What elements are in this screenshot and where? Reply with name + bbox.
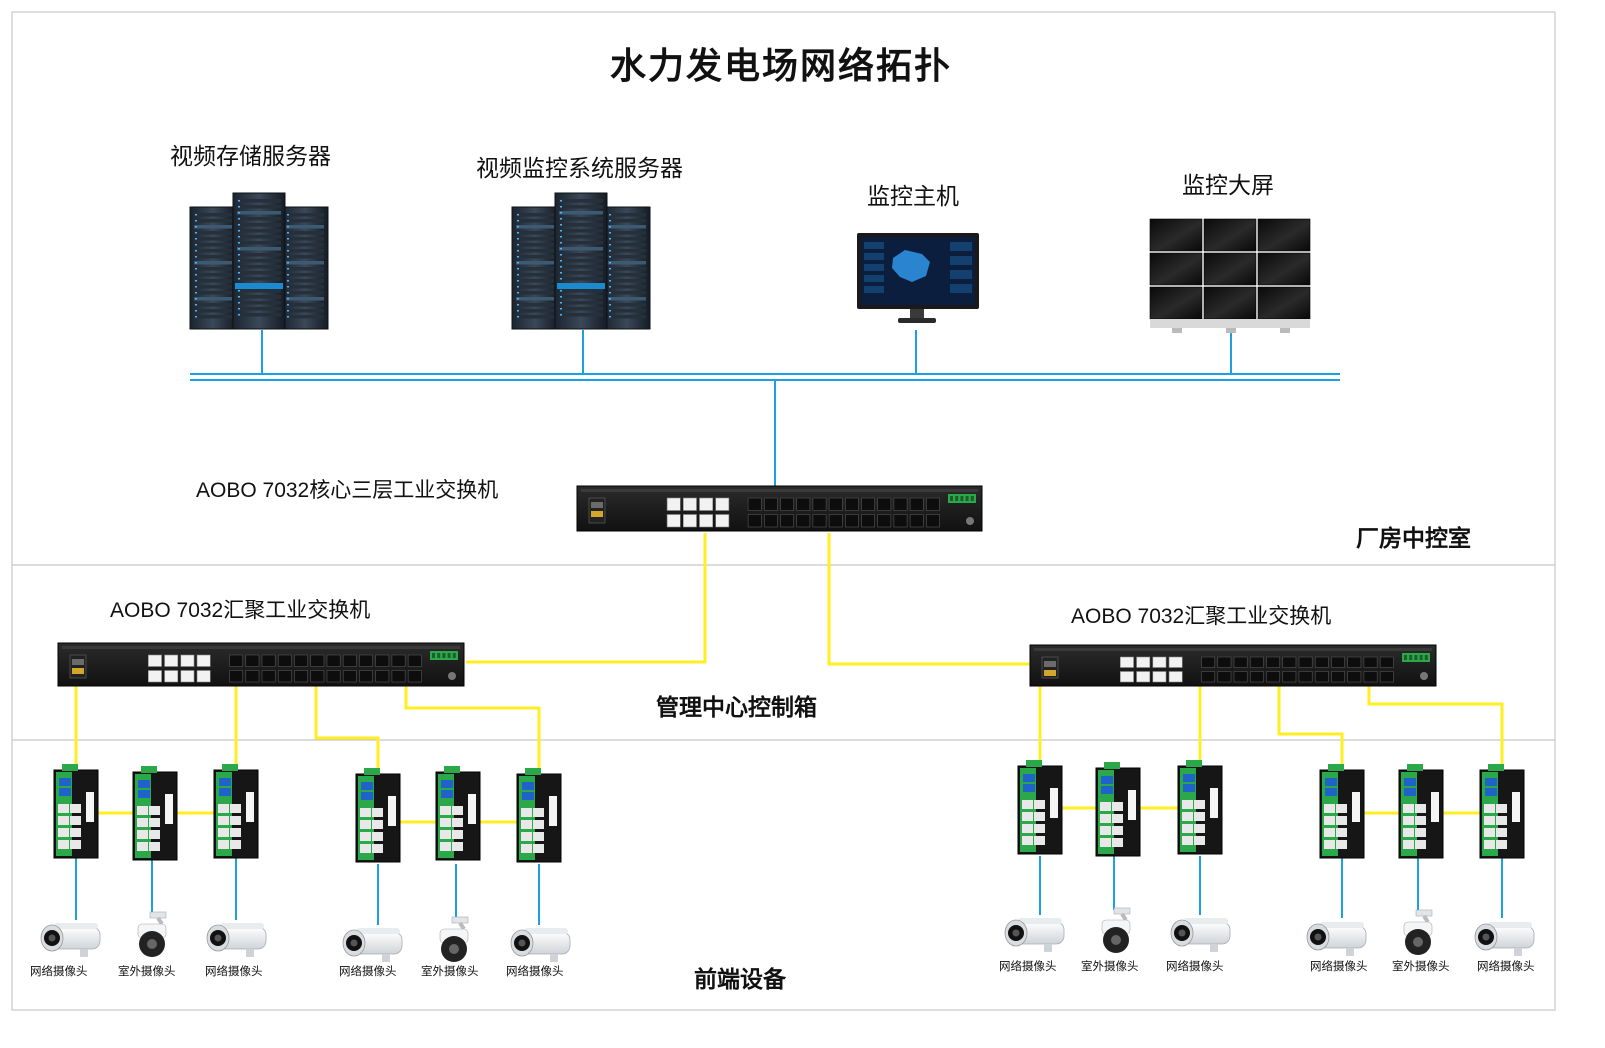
label-video-storage-server: 视频存储服务器 (170, 143, 331, 169)
camera-label-11: 室外摄像头 (1392, 961, 1450, 973)
industrial-switch-1-icon (53, 764, 99, 859)
industrial-switch-2-icon (132, 766, 178, 861)
camera-label-3: 网络摄像头 (205, 966, 263, 978)
industrial-switch-5-icon (435, 766, 481, 861)
outdoor-camera-2-icon (137, 911, 167, 957)
network-camera-6-icon (510, 928, 571, 962)
link-core-to-agg-left (466, 533, 707, 664)
network-camera-9-icon (1170, 918, 1231, 952)
label-management-box: 管理中心控制箱 (656, 694, 817, 720)
label-monitor-wall: 监控大屏 (1182, 172, 1274, 198)
label-agg-switch-left: AOBO 7032汇聚工业交换机 (110, 599, 371, 622)
agg-switch-right-icon (1029, 644, 1437, 687)
outdoor-camera-8-icon (1101, 907, 1131, 953)
label-agg-switch-right: AOBO 7032汇聚工业交换机 (1071, 605, 1332, 628)
label-monitor-host: 监控主机 (867, 183, 959, 209)
monitor-host-icon (857, 233, 979, 323)
camera-label-7: 网络摄像头 (999, 961, 1057, 973)
industrial-switch-10-icon (1319, 764, 1365, 859)
camera-label-5: 室外摄像头 (421, 966, 479, 978)
label-control-room: 厂房中控室 (1356, 525, 1471, 551)
network-camera-3-icon (206, 923, 267, 957)
page-title: 水力发电场网络拓扑 (610, 45, 953, 86)
backbone-links (190, 330, 1340, 488)
camera-label-4: 网络摄像头 (339, 966, 397, 978)
device-icons (40, 192, 1535, 962)
video-monitor-server-icon (511, 192, 651, 330)
link-agg-right-to-ring4b (1367, 686, 1504, 768)
industrial-switch-12-icon (1479, 764, 1525, 859)
camera-label-2: 室外摄像头 (118, 966, 176, 978)
label-core-switch: AOBO 7032核心三层工业交换机 (196, 479, 499, 502)
core-switch-icon (576, 485, 983, 532)
link-agg-left-to-ring2b (404, 686, 541, 772)
camera-links (75, 856, 1503, 925)
industrial-switch-11-icon (1398, 764, 1444, 859)
outdoor-camera-5-icon (439, 916, 469, 962)
video-storage-server-icon (189, 192, 329, 330)
monitor-wall-icon (1149, 218, 1311, 333)
label-video-monitor-server: 视频监控系统服务器 (476, 155, 683, 181)
network-camera-10-icon (1306, 922, 1367, 956)
camera-label-9: 网络摄像头 (1166, 961, 1224, 973)
outdoor-camera-11-icon (1403, 909, 1433, 955)
camera-label-8: 室外摄像头 (1081, 961, 1139, 973)
industrial-switch-3-icon (213, 764, 259, 859)
network-camera-12-icon (1474, 922, 1535, 956)
link-agg-left-to-ring2a (314, 686, 380, 772)
outer-frame (11, 11, 1556, 1011)
industrial-switch-4-icon (355, 768, 401, 863)
camera-label-1: 网络摄像头 (30, 966, 88, 978)
industrial-switch-7-icon (1017, 760, 1063, 855)
label-front-end: 前端设备 (694, 966, 786, 992)
industrial-switch-9-icon (1177, 760, 1223, 855)
network-camera-1-icon (40, 923, 101, 957)
camera-label-10: 网络摄像头 (1310, 961, 1368, 973)
camera-label-6: 网络摄像头 (506, 966, 564, 978)
link-agg-right-to-ring4a (1277, 686, 1344, 768)
zone-frames (11, 11, 1556, 1011)
network-camera-4-icon (342, 928, 403, 962)
industrial-switch-6-icon (516, 768, 562, 863)
agg-switch-left-icon (57, 642, 465, 687)
camera-label-12: 网络摄像头 (1477, 961, 1535, 973)
network-camera-7-icon (1004, 918, 1065, 952)
industrial-switch-8-icon (1095, 762, 1141, 857)
link-core-to-agg-right (827, 533, 1030, 666)
fiber-links (74, 533, 1504, 824)
